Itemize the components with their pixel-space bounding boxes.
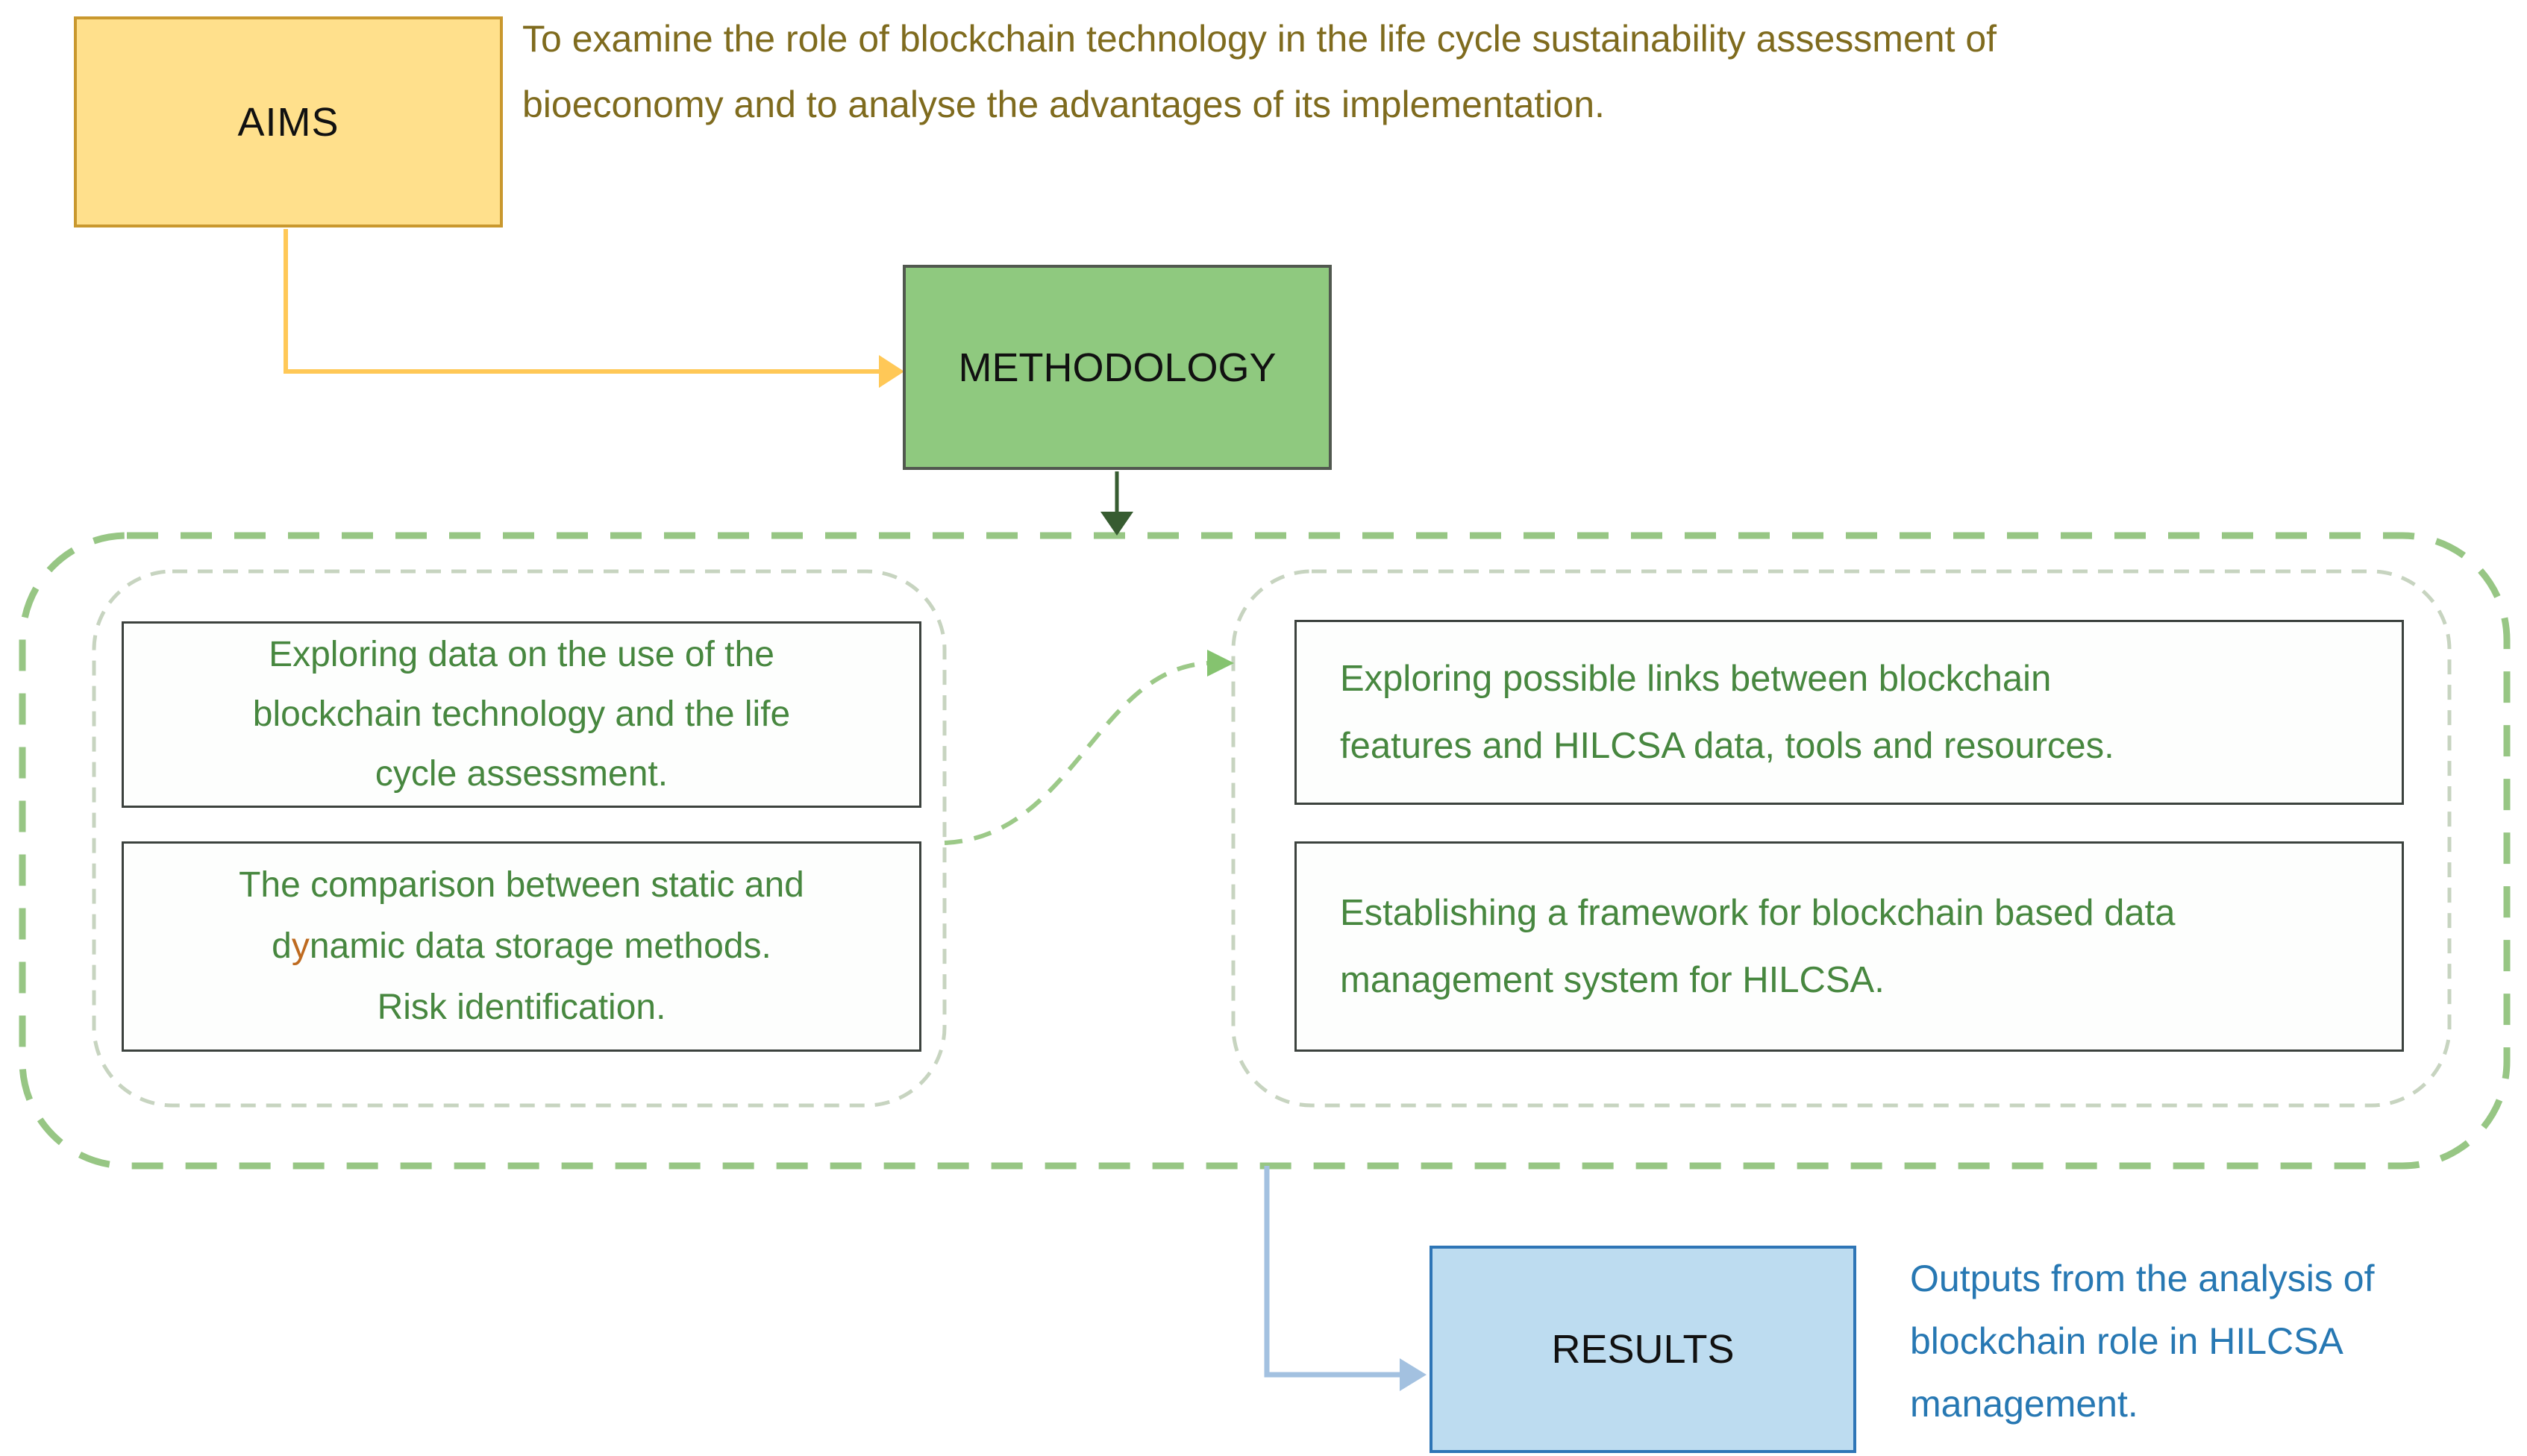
results-description: Outputs from the analysis of blockchain … xyxy=(1910,1258,2375,1425)
aims-node: AIMS xyxy=(74,16,503,228)
aims-description: To examine the role of blockchain techno… xyxy=(522,18,1997,125)
methodology-step-comparison: The comparison between static and dynami… xyxy=(122,841,921,1052)
comparison-text-suffix: namic data storage methods. Risk identif… xyxy=(309,926,771,1027)
comparison-text-highlight: y xyxy=(291,926,310,966)
methodology-step-framework: Establishing a framework for blockchain … xyxy=(1294,841,2404,1052)
aims-to-methodology-arrow xyxy=(284,229,904,388)
arrow-head-right-icon xyxy=(1400,1358,1427,1391)
methodology-to-container-arrow xyxy=(1100,471,1133,536)
methodology-step-exploring-data: Exploring data on the use of the blockch… xyxy=(122,621,921,808)
comparison-text-prefix: The comparison between static and d xyxy=(239,865,804,966)
arrow-head-down-icon xyxy=(1100,512,1133,536)
comparison-text: The comparison between static and dynami… xyxy=(124,855,919,1038)
arrow-head-right-icon xyxy=(879,355,904,388)
methodology-step-exploring-links: Exploring possible links between blockch… xyxy=(1294,620,2404,805)
methodology-node: METHODOLOGY xyxy=(903,265,1332,470)
arrow-head-right-icon xyxy=(1207,650,1234,677)
left-to-right-dashed-arrow xyxy=(944,650,1234,845)
results-node: RESULTS xyxy=(1430,1246,1856,1453)
aims-label: AIMS xyxy=(237,99,339,145)
container-to-results-arrow xyxy=(1264,1166,1427,1391)
results-label: RESULTS xyxy=(1551,1327,1735,1372)
methodology-label: METHODOLOGY xyxy=(958,345,1277,390)
